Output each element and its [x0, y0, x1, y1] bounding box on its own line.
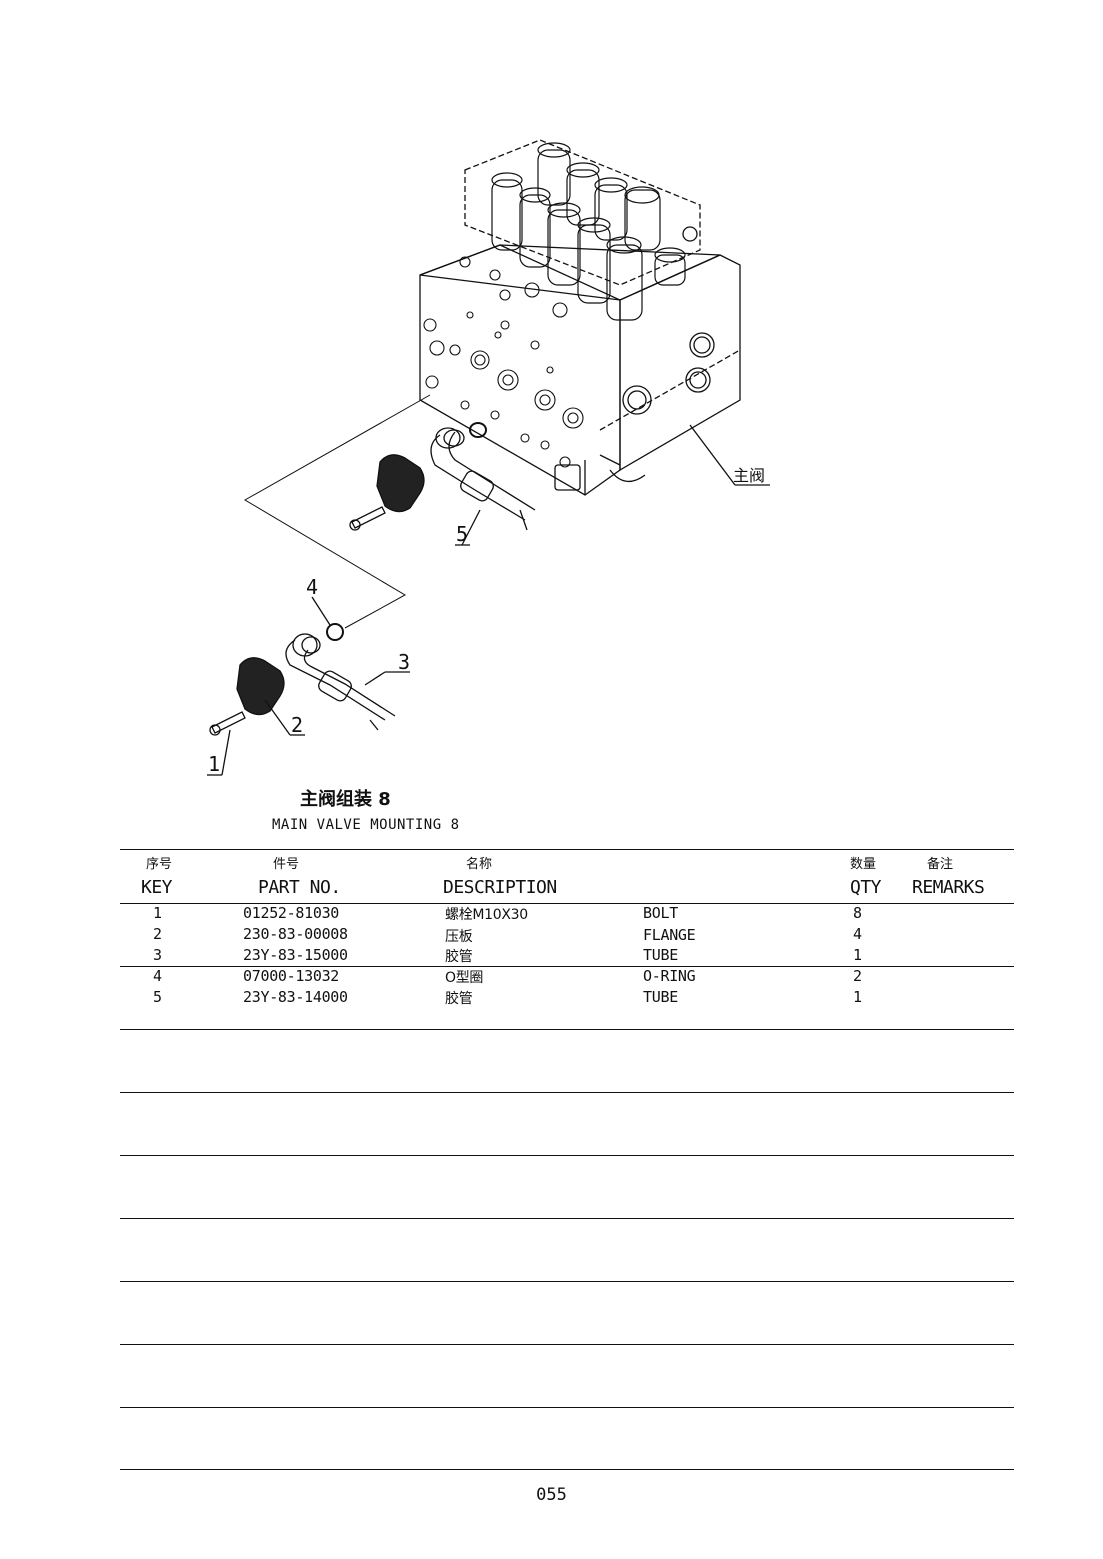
row-1-name-en: BOLT [643, 904, 678, 922]
row-2-name-cn: 压板 [445, 929, 473, 945]
row-rule [120, 1281, 1014, 1282]
header-key: KEY [141, 877, 173, 898]
row-rule [120, 1029, 1014, 1030]
callout-3: 3 [398, 650, 411, 674]
row-5-qty: 1 [853, 988, 862, 1006]
row-5-name-en: TUBE [643, 988, 678, 1006]
main-valve-body [419, 139, 741, 496]
table-bottom-rule [120, 1469, 1014, 1470]
callout-2: 2 [291, 713, 304, 737]
header-bottom-rule [120, 903, 1014, 904]
row-5-key: 5 [153, 988, 162, 1006]
row-rule [120, 1407, 1014, 1408]
row-rule [120, 1218, 1014, 1219]
header-remarks: REMARKS [912, 877, 985, 898]
table-top-rule [120, 849, 1014, 850]
upper-tube-assembly [349, 422, 536, 531]
title-chinese: 主阀组装 8 [300, 789, 391, 810]
row-rule [120, 1092, 1014, 1093]
row-4-key: 4 [153, 967, 162, 985]
title-english: MAIN VALVE MOUNTING 8 [272, 817, 460, 833]
row-3-qty: 1 [853, 946, 862, 964]
row-rule [120, 1344, 1014, 1345]
header-qty: QTY [850, 877, 882, 898]
header-qty-cn: 数量 [850, 857, 877, 872]
row-4-name-cn: O型圈 [445, 970, 484, 986]
header-description-cn: 名称 [466, 857, 493, 872]
row-2-name-en: FLANGE [643, 926, 696, 944]
row-4-qty: 2 [853, 967, 862, 985]
callout-5: 5 [456, 522, 469, 546]
header-key-cn: 序号 [146, 857, 173, 872]
row-4-name-en: O-RING [643, 967, 696, 985]
header-description: DESCRIPTION [443, 877, 557, 898]
lower-tube-assembly [209, 623, 396, 736]
row-rule [120, 1155, 1014, 1156]
exploded-view-drawing [207, 139, 770, 776]
row-3-name-cn: 胶管 [445, 949, 473, 965]
page-number: 055 [536, 1485, 567, 1505]
row-5-name-cn: 胶管 [445, 991, 473, 1007]
row-1-partno: 01252-81030 [243, 904, 340, 922]
row-1-name-cn: 螺栓M10X30 [445, 907, 528, 923]
callout-4: 4 [306, 575, 319, 599]
row-1-qty: 8 [853, 904, 862, 922]
group-separator-rule [120, 966, 1014, 967]
row-3-name-en: TUBE [643, 946, 678, 964]
row-1-key: 1 [153, 904, 162, 922]
row-2-qty: 4 [853, 925, 862, 943]
row-4-partno: 07000-13032 [243, 967, 340, 985]
row-2-key: 2 [153, 925, 162, 943]
row-5-partno: 23Y-83-14000 [243, 988, 348, 1006]
callout-main-valve: 主阀 [733, 466, 766, 485]
callout-1: 1 [208, 752, 221, 776]
header-partno: PART NO. [258, 877, 341, 898]
row-3-key: 3 [153, 946, 162, 964]
row-2-partno: 230-83-00008 [243, 925, 348, 943]
header-partno-cn: 件号 [273, 857, 300, 872]
row-3-partno: 23Y-83-15000 [243, 946, 348, 964]
header-remarks-cn: 备注 [927, 857, 954, 872]
